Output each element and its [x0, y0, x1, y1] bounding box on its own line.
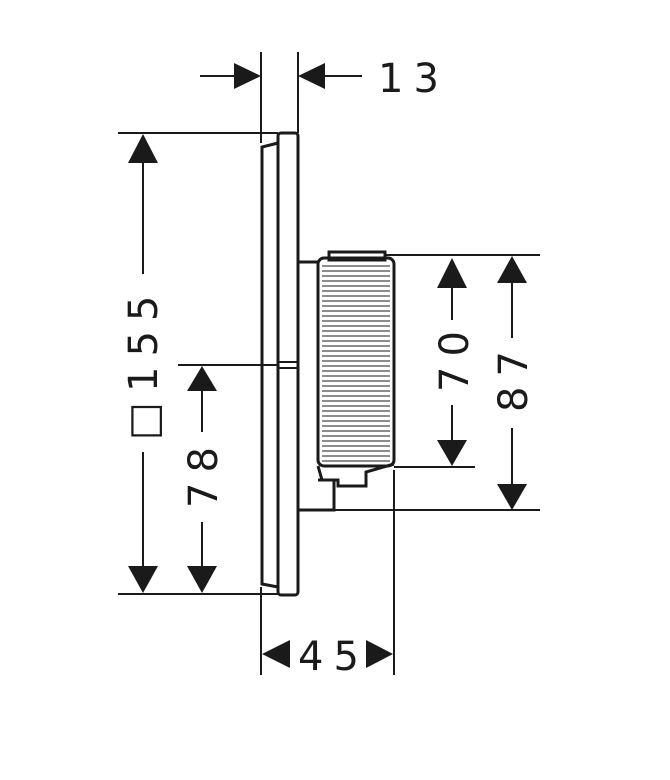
- knob-grip-texture: [322, 265, 390, 462]
- label-70: 70: [432, 321, 478, 392]
- dimension-155: 155 □: [121, 134, 167, 593]
- knob: [316, 250, 396, 488]
- label-87: 87: [491, 341, 537, 412]
- dimension-78: 78: [181, 366, 227, 593]
- dimension-13: 13: [200, 56, 449, 102]
- dimension-45: 45: [262, 634, 393, 680]
- label-45: 45: [298, 634, 369, 680]
- label-155: 155: [121, 286, 167, 392]
- label-78: 78: [181, 437, 227, 508]
- extension-lines: [118, 52, 540, 675]
- square-symbol: □: [121, 392, 167, 440]
- dimension-87: 87: [491, 256, 537, 510]
- dimension-70: 70: [432, 258, 478, 466]
- label-13: 13: [378, 56, 449, 102]
